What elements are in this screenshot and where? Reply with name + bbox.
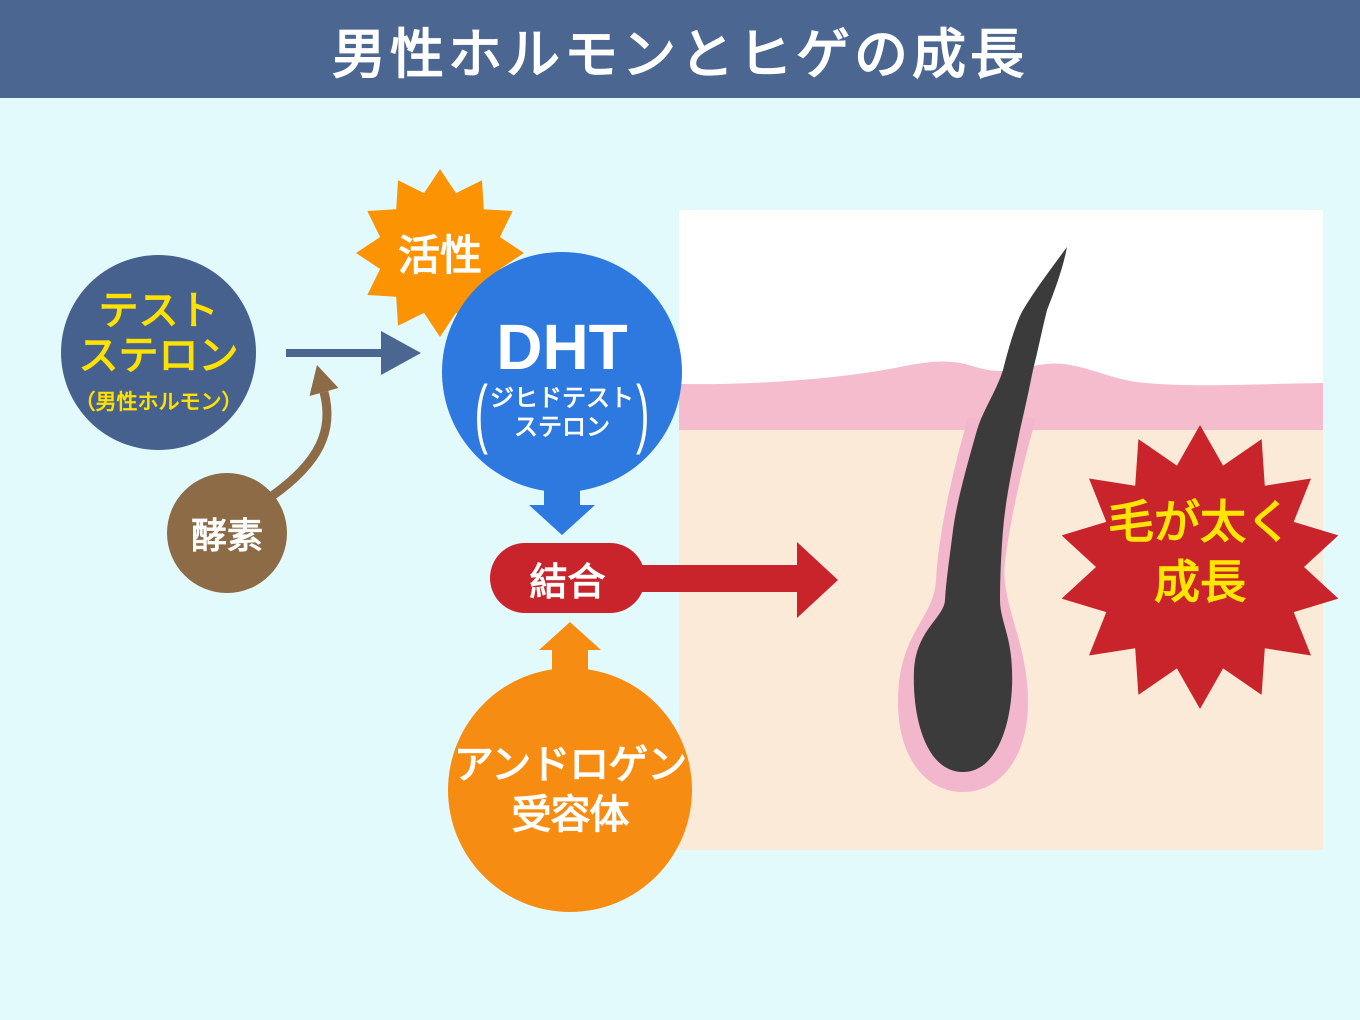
enzyme-label: 酵素 xyxy=(190,515,263,556)
result-starburst-icon xyxy=(1061,425,1339,709)
header-bar: 男性ホルモンとヒゲの成長 xyxy=(0,0,1360,98)
testosterone-label-line1: テスト xyxy=(98,288,219,333)
dht-paren-open: ( xyxy=(474,372,488,456)
hair-shaft-icon xyxy=(913,247,1067,772)
dht-sublabel: ( ジヒドテスト ステロン ) xyxy=(473,376,652,452)
enzyme-arrow-curve-icon xyxy=(269,390,332,500)
binding-to-hair-arrow-icon xyxy=(640,542,838,618)
dht-paren-close: ) xyxy=(636,372,650,456)
receptor-label-line2: 受容体 xyxy=(511,793,630,837)
page-title: 男性ホルモンとヒゲの成長 xyxy=(332,24,1028,85)
dht-label: DHT xyxy=(496,311,628,384)
testosterone-sublabel: （男性ホルモン） xyxy=(74,391,243,415)
activation-label: 活性 xyxy=(397,232,482,279)
receptor-to-binding-arrow-icon xyxy=(539,622,601,676)
dht-to-binding-arrow-icon xyxy=(529,470,595,535)
result-label-box: 毛が太く 成長 xyxy=(1060,493,1340,613)
dht-circle: DHT ( ジヒドテスト ステロン ) xyxy=(442,252,682,492)
binding-pill: 結合 xyxy=(490,543,645,613)
enzyme-circle: 酵素 xyxy=(167,473,287,593)
activation-label-box: 活性 xyxy=(375,222,505,283)
dht-sublabel-lines: ジヒドテスト ステロン xyxy=(490,385,634,443)
testosterone-label-line2: ステロン xyxy=(78,333,239,378)
dht-sublabel-line2: ステロン xyxy=(514,414,610,441)
enzyme-arrow-head-icon xyxy=(309,365,339,396)
receptor-circle: アンドロゲン 受容体 xyxy=(448,668,692,912)
receptor-label-line1: アンドロゲン xyxy=(453,743,687,787)
testosterone-to-dht-arrow-icon xyxy=(286,331,421,375)
binding-label: 結合 xyxy=(529,561,606,604)
testosterone-circle: テスト ステロン （男性ホルモン） xyxy=(61,255,256,450)
result-label-line1: 毛が太く xyxy=(1108,496,1292,548)
dht-sublabel-line1: ジヒドテスト xyxy=(490,385,634,413)
result-label-line2: 成長 xyxy=(1154,555,1246,608)
